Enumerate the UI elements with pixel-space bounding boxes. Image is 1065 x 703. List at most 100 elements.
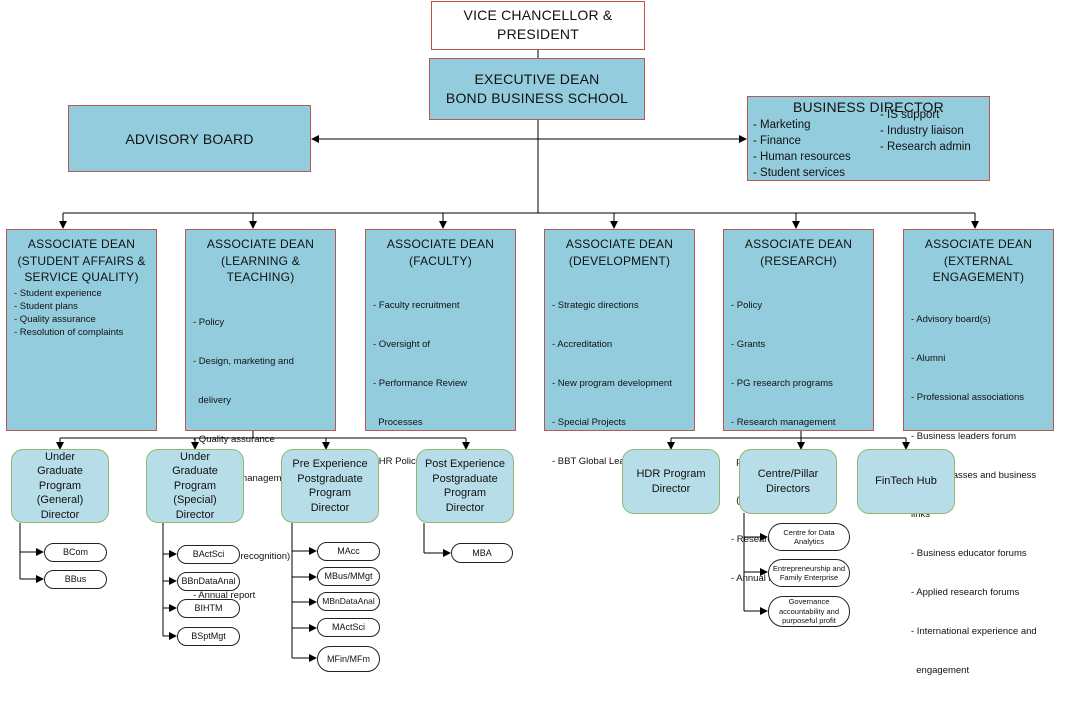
- dean-student-affairs-box: ASSOCIATE DEAN (STUDENT AFFAIRS & SERVIC…: [6, 229, 157, 431]
- business-director-title: BUSINESS DIRECTOR: [793, 99, 944, 115]
- list-item: - Professional associations: [911, 391, 1024, 403]
- centre-line: Family Enterprise: [779, 573, 839, 582]
- list-item: - Business leaders forum: [911, 430, 1017, 442]
- program-bbndataanal: BBnDataAnal: [177, 572, 240, 591]
- dean-title-line: ASSOCIATE DEAN: [206, 237, 315, 251]
- vice-chancellor-title: VICE CHANCELLOR & PRESIDENT: [463, 7, 613, 42]
- director-line: Director: [40, 508, 80, 521]
- director-line: Program: [308, 487, 352, 499]
- list-item: - Industry liaison: [880, 125, 964, 137]
- list-item: - Student experience: [14, 287, 102, 299]
- list-item: links: [911, 508, 931, 520]
- dean-title-line: ASSOCIATE DEAN: [744, 237, 853, 251]
- centre-line: Entrepreneurship and: [772, 563, 846, 573]
- list-item: Processes: [373, 417, 423, 428]
- centre-line: purposeful profit: [782, 616, 836, 626]
- list-item: - Applied research forums: [911, 586, 1020, 598]
- director-line: Program: [38, 479, 82, 492]
- fintech-hub-box: FinTech Hub: [857, 449, 955, 514]
- director-line: Under: [45, 450, 75, 463]
- post-experience-director-box: Post Experience Postgraduate Program Dir…: [416, 449, 514, 523]
- list-item: - Accreditation: [552, 339, 613, 350]
- executive-dean-school: BOND BUSINESS SCHOOL: [445, 90, 629, 106]
- list-item: - Business educator forums: [911, 547, 1027, 559]
- dean-title-line: (FACULTY): [409, 253, 472, 268]
- dean-learning-teaching-box: ASSOCIATE DEAN (LEARNING & TEACHING) - P…: [185, 229, 336, 601]
- centre-entrepreneurship: Entrepreneurship and Family Enterprise: [768, 559, 850, 587]
- list-item: - Human resources: [753, 151, 851, 163]
- list-item: - Policy: [731, 300, 763, 311]
- program-bihtm: BIHTM: [177, 599, 240, 618]
- director-line: Postgraduate: [297, 472, 363, 485]
- director-line: Pre Experience: [292, 458, 368, 470]
- director-line: Program: [173, 479, 217, 492]
- director-line: Program: [443, 487, 487, 499]
- list-item: - Student plans: [14, 300, 78, 312]
- list-item: - PG research programs: [731, 378, 833, 389]
- centre-pillar-directors-box: Centre/Pillar Directors: [739, 449, 837, 514]
- centre-line: accountability and: [778, 606, 840, 616]
- list-item: - IS support: [880, 109, 940, 121]
- list-item: - Faculty recruitment: [373, 300, 460, 311]
- business-director-right-list: - IS support - Industry liaison - Resear…: [880, 107, 971, 155]
- business-director-left-list: - Marketing - Finance - Human resources …: [753, 117, 851, 181]
- dean-title-line: SERVICE QUALITY): [24, 270, 139, 284]
- dean-responsibilities: - Student experience - Student plans - Q…: [7, 286, 156, 339]
- ug-special-director-box: Under Graduate Program (Special) Directo…: [146, 449, 244, 523]
- centre-data-analytics: Centre for Data Analytics: [768, 523, 850, 551]
- director-line: Post Experience: [424, 458, 506, 470]
- unit-line: Centre/Pillar: [757, 468, 819, 480]
- executive-dean-title: EXECUTIVE DEAN: [474, 71, 600, 87]
- advisory-board-title: ADVISORY BOARD: [125, 131, 254, 147]
- director-line: Postgraduate: [432, 472, 498, 485]
- dean-title-line: ASSOCIATE DEAN: [924, 237, 1033, 251]
- vice-chancellor-box: VICE CHANCELLOR & PRESIDENT: [431, 1, 645, 50]
- centre-governance: Governance accountability and purposeful…: [768, 596, 850, 627]
- business-director-box: BUSINESS DIRECTOR - Marketing - Finance …: [747, 96, 990, 181]
- dean-title-line: (LEARNING & TEACHING): [221, 253, 300, 285]
- program-mbndataanal: MBnDataAnal: [317, 592, 380, 611]
- centre-line: Centre for Data: [783, 527, 835, 537]
- dean-title-line: ASSOCIATE DEAN: [386, 237, 495, 251]
- list-item: - Alumni: [911, 352, 946, 364]
- list-item: - Policy: [193, 316, 225, 328]
- list-item: - Oversight of: [373, 339, 431, 350]
- pre-experience-director-box: Pre Experience Postgraduate Program Dire…: [281, 449, 379, 523]
- list-item: - Strategic directions: [552, 300, 639, 311]
- director-line: Director: [175, 508, 215, 521]
- unit-line: Directors: [765, 482, 810, 495]
- list-item: - International experience and: [911, 625, 1037, 637]
- list-item: - Research admin: [880, 141, 971, 153]
- list-item: - Advisory board(s): [911, 313, 991, 325]
- connector-lines: [19, 50, 979, 662]
- director-line: Director: [445, 501, 485, 514]
- list-item: - Performance Review: [373, 378, 467, 389]
- director-line: Under: [180, 450, 210, 463]
- centre-line: Governance: [788, 597, 830, 607]
- ug-general-director-box: Under Graduate Program (General) Directo…: [11, 449, 109, 523]
- dean-title-line: ENGAGEMENT): [932, 270, 1025, 284]
- program-mactsci: MActSci: [317, 618, 380, 637]
- dean-development-box: ASSOCIATE DEAN (DEVELOPMENT) - Strategic…: [544, 229, 695, 467]
- list-item: - Marketing: [753, 119, 811, 131]
- list-item: - Grants: [731, 339, 766, 350]
- list-item: - Design, marketing and: [193, 355, 294, 367]
- dean-title-line: (RESEARCH): [760, 253, 837, 268]
- program-bactsci: BActSci: [177, 545, 240, 564]
- dean-title-line: (EXTERNAL: [943, 253, 1014, 268]
- program-mfin-mfm: MFin/MFm: [317, 646, 380, 672]
- list-item: - Special Projects: [552, 417, 626, 428]
- unit-line: Director: [651, 482, 691, 495]
- dean-research-box: ASSOCIATE DEAN (RESEARCH) - Policy - Gra…: [723, 229, 874, 584]
- program-bcom: BCom: [44, 543, 107, 562]
- program-mba: MBA: [451, 543, 513, 563]
- list-item: - New program development: [552, 378, 672, 389]
- dean-title-line: (STUDENT AFFAIRS &: [17, 253, 146, 268]
- executive-dean-box: EXECUTIVE DEAN BOND BUSINESS SCHOOL: [429, 58, 645, 120]
- dean-faculty-box: ASSOCIATE DEAN (FACULTY) - Faculty recru…: [365, 229, 516, 467]
- dean-title-line: ASSOCIATE DEAN: [27, 237, 136, 251]
- director-line: (General): [36, 494, 84, 507]
- director-line: Director: [310, 501, 350, 514]
- list-item: - Finance: [753, 135, 801, 147]
- list-item: - Student services: [753, 167, 846, 179]
